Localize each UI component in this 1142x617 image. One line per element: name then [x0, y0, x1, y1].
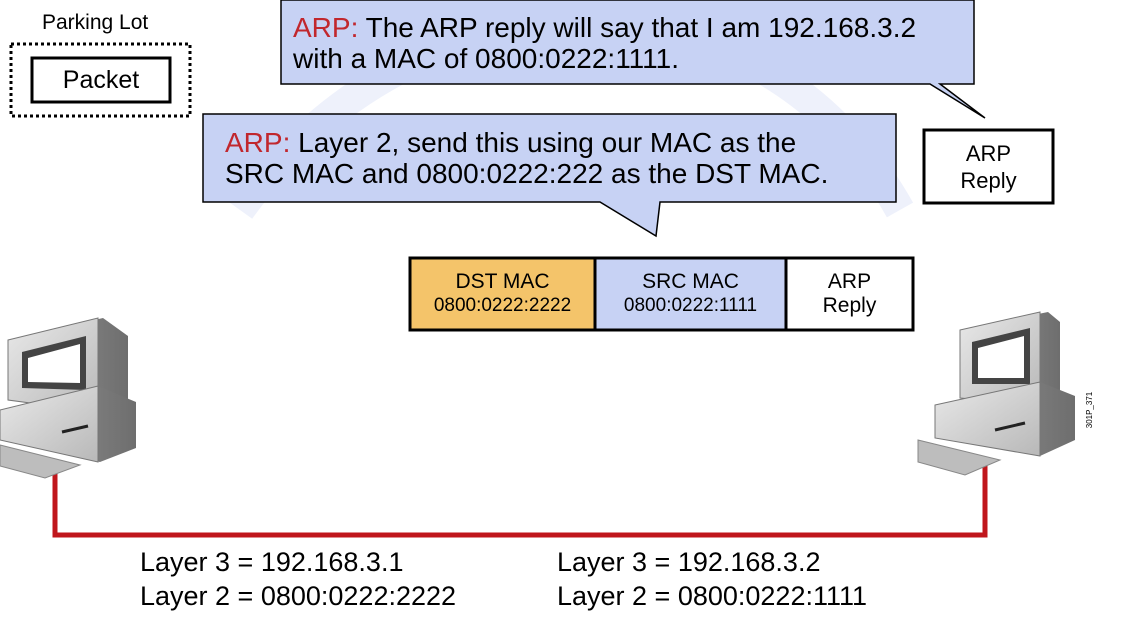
arp-reply-box-text: ARP Reply — [924, 130, 1053, 203]
frame-outline — [408, 256, 915, 332]
bubble-mid — [202, 113, 897, 238]
host-left-layer3: Layer 3 = 192.168.3.1 — [140, 547, 404, 577]
dst-mac-value: 0800:0222:2222 — [433, 295, 572, 316]
arp-prefix-top: ARP: — [293, 12, 359, 43]
arp-reply-box-line1: ARP — [965, 140, 1012, 166]
host-right-addresses: Layer 3 = 192.168.3.2 Layer 2 = 0800:022… — [557, 545, 867, 613]
packet-label: Packet — [62, 66, 140, 94]
dst-mac-fill — [411, 259, 595, 329]
bubble-top-line2: with a MAC of 0800:0222:1111. — [293, 43, 680, 74]
computer-right-icon — [917, 311, 1075, 476]
bubble-top — [280, 0, 986, 119]
packet-box — [30, 56, 172, 104]
parking-lot-title: Parking Lot — [42, 11, 149, 34]
bubble-mid-line1: Layer 2, send this using our MAC as the — [290, 127, 797, 158]
frame-dst-mac: DST MAC 0800:0222:2222 — [410, 258, 595, 330]
host-left-addresses: Layer 3 = 192.168.3.1 Layer 2 = 0800:022… — [140, 545, 456, 613]
payload-line2: Reply — [822, 294, 877, 317]
frame-src-mac: SRC MAC 0800:0222:1111 — [595, 258, 786, 330]
payload-line1: ARP — [827, 270, 872, 293]
figure-code: 301P_371 — [1085, 391, 1094, 429]
src-mac-label: SRC MAC — [642, 270, 739, 293]
computer-left-icon — [0, 317, 136, 479]
arp-prefix-mid: ARP: — [225, 127, 291, 158]
bubble-mid-line2: SRC MAC and 0800:0222:222 as the DST MAC… — [225, 158, 829, 189]
src-mac-value: 0800:0222:1111 — [623, 295, 758, 316]
bubble-top-text: ARP: The ARP reply will say that I am 19… — [293, 12, 916, 74]
dst-mac-label: DST MAC — [455, 270, 550, 293]
network-link — [52, 462, 988, 538]
host-left-layer2: Layer 2 = 0800:0222:2222 — [140, 581, 457, 611]
host-right-layer3: Layer 3 = 192.168.3.2 — [557, 547, 821, 577]
src-mac-fill — [596, 259, 785, 329]
arp-reply-box — [922, 128, 1055, 205]
host-right-layer2: Layer 2 = 0800:0222:1111 — [557, 581, 868, 611]
bubble-mid-text: ARP: Layer 2, send this using our MAC as… — [225, 127, 828, 189]
arp-reply-box-line2: Reply — [960, 167, 1017, 193]
frame-payload: ARP Reply — [786, 258, 913, 330]
bubble-top-line1: The ARP reply will say that I am 192.168… — [358, 12, 917, 43]
